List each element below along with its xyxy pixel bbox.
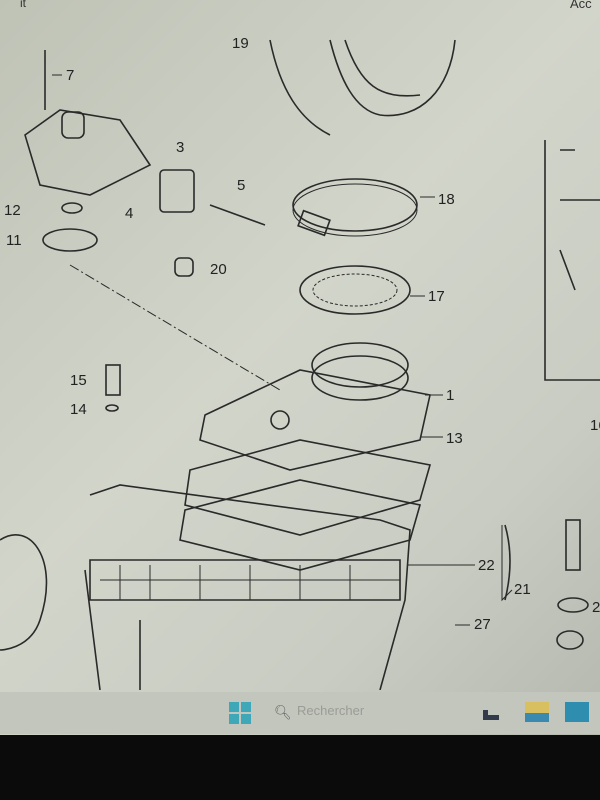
- label-19: 19: [232, 35, 249, 52]
- window-title-right: Acc: [570, 0, 592, 11]
- part-gasket: [179, 479, 422, 571]
- label-13: 13: [446, 430, 463, 447]
- label-20: 20: [210, 261, 227, 278]
- label-4: 4: [125, 205, 133, 222]
- label-3: 3: [176, 139, 184, 156]
- label-1: 1: [446, 387, 454, 404]
- label-15: 15: [70, 372, 87, 389]
- windows-start-icon[interactable]: [229, 702, 251, 724]
- label-27: 27: [474, 616, 491, 633]
- label-18: 18: [438, 191, 455, 208]
- parts-diagram: 19 7 3 5 18 12 4 11 20 17 15 1 14 13 22 …: [0, 35, 600, 690]
- label-11: 11: [6, 232, 22, 249]
- label-7: 7: [66, 67, 74, 84]
- part-seat: [0, 534, 48, 651]
- part-regulator: [24, 50, 281, 412]
- file-explorer-icon[interactable]: [525, 702, 549, 722]
- label-17: 17: [428, 288, 445, 305]
- part-housing-1: [199, 342, 431, 471]
- label-2: 2: [592, 599, 600, 616]
- search-icon[interactable]: 🔍︎: [274, 704, 292, 720]
- part-clamp-18: [292, 178, 418, 237]
- part-filter-box-21: [84, 484, 411, 690]
- label-12: 12: [4, 202, 21, 219]
- label-22: 22: [478, 557, 495, 574]
- window-title-left: it: [20, 0, 26, 10]
- taskbar: 🔍︎ Rechercher: [0, 692, 600, 734]
- part-bracket-16: [504, 140, 600, 650]
- screen: it Acc: [0, 0, 600, 735]
- part-screen-17: [299, 265, 411, 315]
- part-gasket-13: [184, 439, 432, 536]
- part-hose-19: [269, 39, 456, 136]
- label-14: 14: [70, 401, 87, 418]
- label-16: 16: [590, 417, 600, 434]
- label-5: 5: [237, 177, 245, 194]
- app-icon[interactable]: [483, 710, 499, 720]
- taskbar-search-input[interactable]: Rechercher: [297, 703, 365, 718]
- label-21: 21: [514, 581, 531, 598]
- mail-icon[interactable]: [565, 702, 589, 722]
